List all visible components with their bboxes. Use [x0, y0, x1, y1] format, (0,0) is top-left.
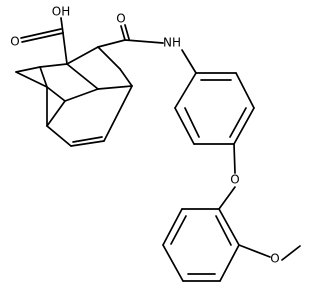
bond-ring1-e — [174, 107, 195, 145]
bond-ring2-f — [218, 208, 240, 246]
bond-ring1-f — [174, 72, 197, 109]
bond-cage-bridge-c — [97, 85, 133, 90]
bond-amide-c-o-1 — [120, 25, 126, 41]
cyclopropane-bonds — [15, 66, 48, 88]
bond-cage-bottom-double-2 — [72, 136, 103, 143]
bond-ether-ring2 — [218, 186, 236, 210]
bond-cage-right-upper — [97, 46, 121, 70]
bond-acid-c-oh — [60, 17, 64, 34]
bond-cyclopropane-right — [39, 66, 48, 88]
bond-ring1-inner-2 — [229, 107, 247, 138]
ether-oxygen-label: O — [230, 173, 239, 187]
chemical-structure-diagram: OH O O NH O O — [10, 4, 301, 282]
bond-cage-bottom-right — [103, 85, 133, 142]
acid-hydroxyl-label: OH — [52, 5, 70, 19]
bond-ring2-e — [219, 244, 240, 282]
bond-cage-bottom-double-1 — [70, 140, 105, 147]
amide-nh-label: NH — [163, 36, 181, 50]
bond-amide-c-cage — [97, 39, 126, 48]
para-phenyl-ring — [174, 72, 255, 145]
bond-ring1-b — [235, 72, 255, 109]
bond-ring2-methoxy-o — [238, 244, 271, 258]
bond-ring1-inner-3 — [184, 107, 200, 138]
bond-cage-right-lower — [119, 68, 133, 87]
carboxylic-acid-bonds — [20, 17, 68, 65]
bond-amide-c-n — [124, 39, 164, 44]
bicyclic-cage-bonds — [39, 46, 133, 147]
bond-cage-bridge-a — [46, 86, 66, 102]
bond-cage-inner — [66, 63, 99, 90]
bond-cage-bridge-b — [64, 88, 99, 102]
diaryl-ether-bonds — [218, 143, 236, 210]
methoxyphenyl-ring — [162, 208, 240, 282]
structure-canvas: OH O O NH O O — [10, 4, 301, 282]
bond-cage-lower-left — [46, 100, 66, 127]
bond-cyclopropane-left — [15, 71, 48, 88]
bond-acid-c-cage — [62, 32, 68, 65]
bond-cyclopropane-top — [15, 66, 41, 73]
bond-cage-top-right — [66, 46, 99, 65]
bond-cage-bottom-left — [46, 125, 72, 147]
bond-cage-top-left — [39, 63, 68, 68]
amide-bonds — [97, 24, 197, 74]
bond-n-aryl — [181, 49, 197, 74]
acid-carbonyl-oxygen-label: O — [10, 35, 19, 49]
bond-amide-c-o-2 — [124, 24, 130, 40]
amide-carbonyl-oxygen-label: O — [116, 12, 125, 26]
bond-ring2-inner-1 — [170, 215, 187, 245]
bond-ring2-b — [162, 208, 183, 246]
bond-ring1-c — [233, 107, 255, 145]
methoxy-bonds — [238, 244, 301, 261]
methoxy-oxygen-label: O — [270, 252, 279, 266]
bond-ring1-ether — [233, 143, 236, 174]
bond-ring2-c — [162, 244, 184, 282]
bond-acid-c-o-1 — [21, 32, 64, 43]
bond-ring2-inner-3 — [215, 215, 232, 246]
bond-methoxy-o-methyl — [281, 245, 301, 261]
bond-acid-c-o-2 — [20, 28, 62, 39]
